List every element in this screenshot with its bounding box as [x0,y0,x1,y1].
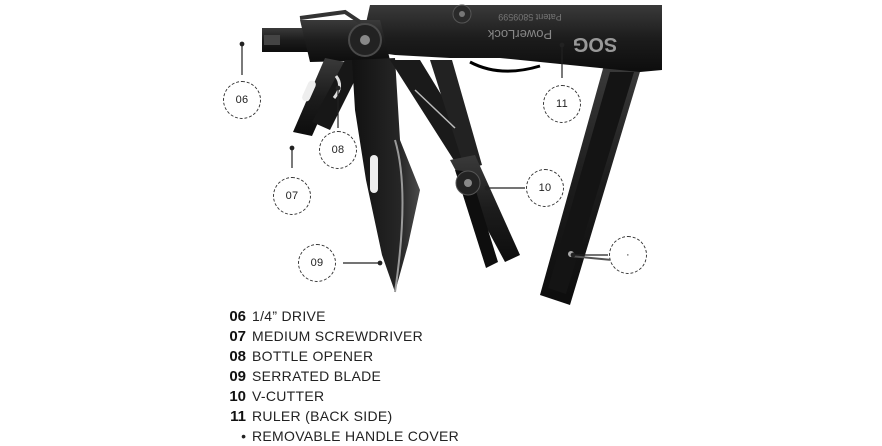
medium-screwdriver [293,58,345,136]
legend-item: 07 MEDIUM SCREWDRIVER [214,326,459,346]
legend-item: 06 1/4” DRIVE [214,306,459,326]
callout-06-label: 06 [235,94,249,106]
legend-item: 09 SERRATED BLADE [214,366,459,386]
callout-10-label: 10 [538,182,552,194]
feature-legend: 06 1/4” DRIVE 07 MEDIUM SCREWDRIVER 08 BOTT… [214,306,459,446]
callout-08-label: 08 [331,144,345,156]
legend-item: 11 RULER (BACK SIDE) [214,406,459,426]
callout-09: 09 [298,244,336,282]
legend-number: 09 [229,368,246,385]
callout-07-label: 07 [285,190,299,202]
callout-09-label: 09 [310,257,324,269]
callout-11-label: 11 [555,98,569,110]
legend-label: MEDIUM SCREWDRIVER [252,328,424,344]
legend-label: BOTTLE OPENER [252,348,374,364]
legend-label: RULER (BACK SIDE) [252,408,393,424]
callout-07: 07 [273,177,311,215]
legend-label: REMOVABLE HANDLE COVER [252,428,460,444]
legend-number: 10 [229,388,246,405]
legend-bullet-item: • REMOVABLE HANDLE COVER [214,426,459,446]
callout-08: 08 [319,131,357,169]
legend-item: 08 BOTTLE OPENER [214,346,459,366]
legend-label: 1/4” DRIVE [252,308,326,324]
legend-number: 07 [229,328,246,345]
engraving-model: PowerLock [487,27,552,42]
legend-item: 10 V-CUTTER [214,386,459,406]
handle-body: Patent 5809599 PowerLock SOG [360,4,662,73]
main-pivot [348,23,382,57]
v-cutter [390,60,520,268]
serrated-blade [352,58,420,293]
leader-lines [239,41,608,266]
legend-label: V-CUTTER [252,388,325,404]
callout-06: 06 [223,81,261,119]
callout-11: 11 [543,85,581,123]
engraving-brand: SOG [573,33,617,55]
engraving-patent: Patent 5809599 [498,12,562,22]
legend-number: 08 [229,348,246,365]
callout-bullet-label: · [626,249,630,261]
legend-number: 06 [229,308,246,325]
callout-bullet: · [609,236,647,274]
legend-number: 11 [230,408,246,425]
bullet-icon: • [241,428,246,444]
legend-label: SERRATED BLADE [252,368,382,384]
callout-10: 10 [526,169,564,207]
